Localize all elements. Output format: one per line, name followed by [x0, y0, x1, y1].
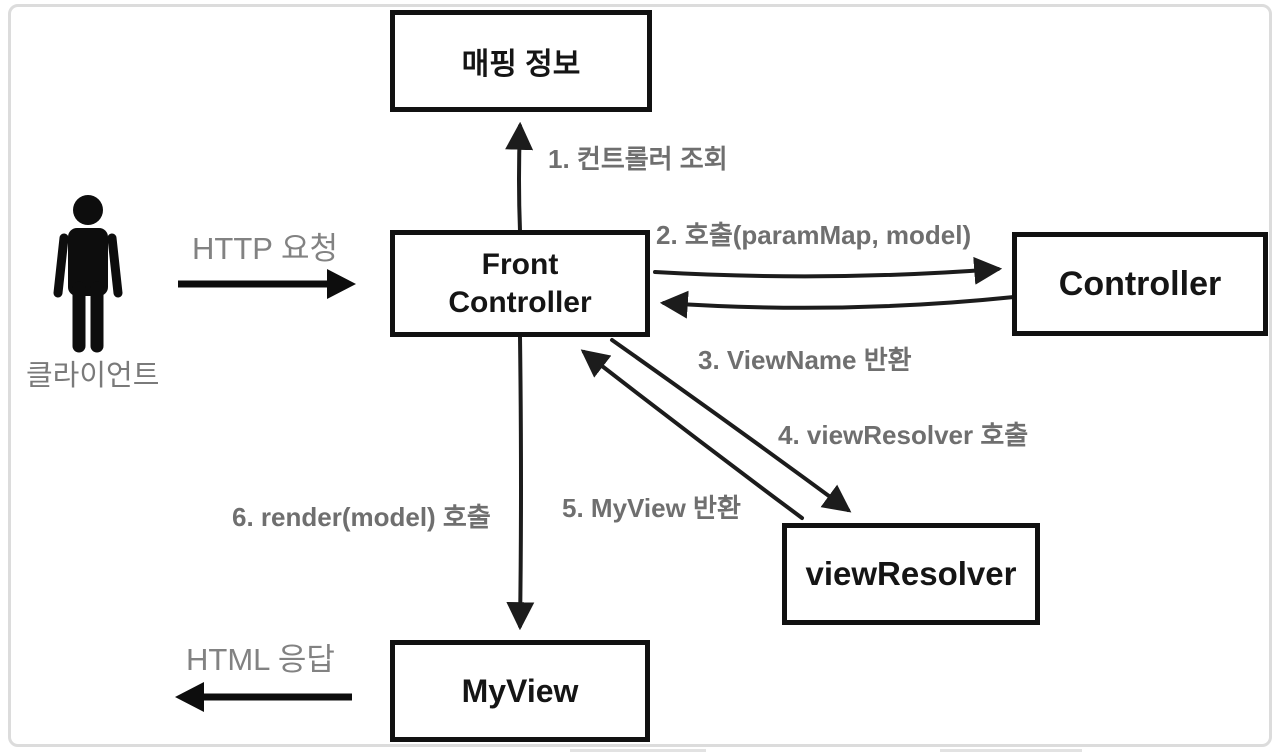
box-view-resolver-label: viewResolver	[805, 555, 1017, 592]
label-step1: 1. 컨트롤러 조회	[548, 144, 728, 174]
label-http-request: HTTP 요청	[192, 231, 339, 266]
box-mapping-info-label: 매핑 정보	[461, 48, 581, 81]
cutoff-box-left	[570, 749, 706, 752]
box-my-view-label: MyView	[461, 672, 579, 709]
box-front-controller-label-line2: Controller	[448, 285, 592, 319]
label-step6: 6. render(model) 호출	[232, 502, 491, 532]
label-step2: 2. 호출(paramMap, model)	[656, 220, 972, 250]
box-mapping-info: 매핑 정보	[390, 10, 652, 112]
box-controller: Controller	[1012, 232, 1268, 336]
cutoff-box-right	[940, 749, 1082, 752]
label-step4: 4. viewResolver 호출	[778, 420, 1029, 450]
label-step3: 3. ViewName 반환	[698, 345, 912, 375]
box-my-view: MyView	[390, 640, 650, 742]
box-controller-label: Controller	[1058, 264, 1222, 303]
box-front-controller-label-line1: Front	[481, 248, 559, 281]
label-step5: 5. MyView 반환	[562, 493, 741, 523]
box-front-controller: Front Controller	[390, 230, 650, 337]
box-view-resolver: viewResolver	[782, 523, 1040, 625]
label-html-response: HTML 응답	[186, 642, 335, 677]
label-client: 클라이언트	[26, 360, 160, 392]
